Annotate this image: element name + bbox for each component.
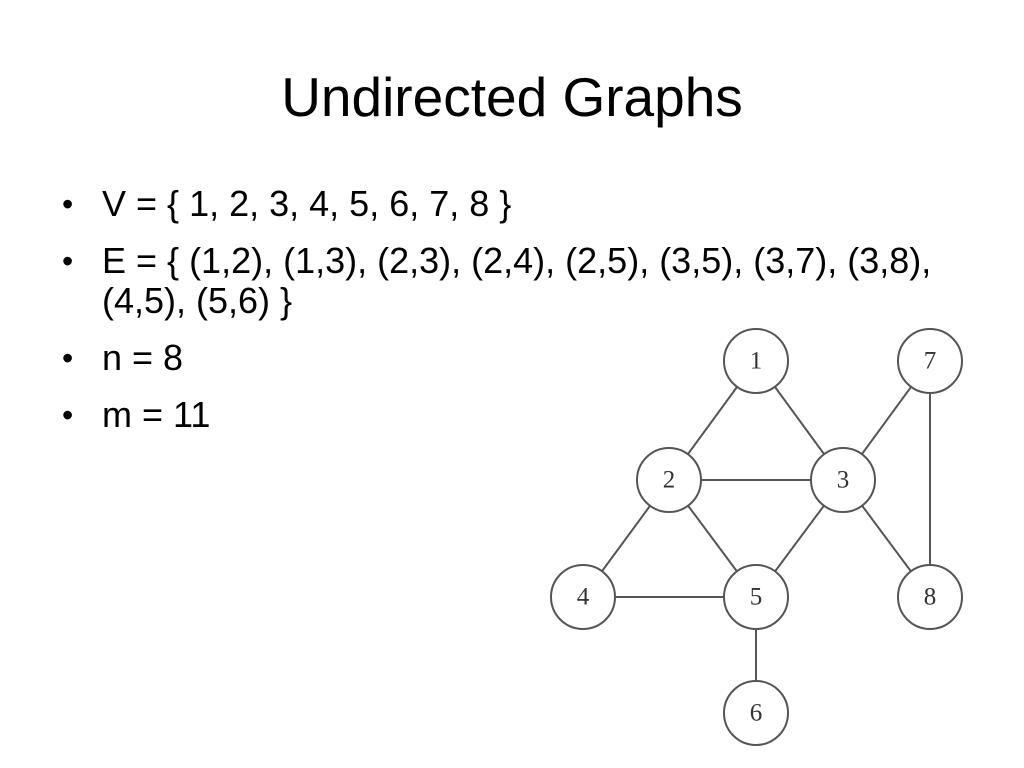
graph-node-circle: [723, 564, 789, 630]
bullet-edge-count: • m = 11: [62, 395, 962, 435]
graph-node-label: 1: [750, 348, 763, 375]
bullet-marker: •: [62, 243, 74, 279]
bullet-text: m = 11: [102, 394, 211, 435]
graph-diagram: 1 2 3 4 5 6 7 8: [550, 328, 963, 746]
bullet-text: n = 8: [102, 337, 184, 378]
graph-node-3: 3: [810, 447, 876, 513]
graph-node-label: 5: [750, 584, 763, 611]
bullet-vertex-set: • V = { 1, 2, 3, 4, 5, 6, 7, 8 }: [62, 184, 962, 224]
bullet-text: E = { (1,2), (1,3), (2,3), (2,4), (2,5),…: [102, 240, 932, 321]
graph-node-circle: [897, 564, 963, 630]
graph-node-7: 7: [897, 328, 963, 394]
graph-node-circle: [636, 447, 702, 513]
bullet-edge-set: • E = { (1,2), (1,3), (2,3), (2,4), (2,5…: [62, 241, 962, 321]
graph-node-label: 6: [750, 700, 763, 727]
graph-node-6: 6: [723, 680, 789, 746]
graph-node-circle: [723, 680, 789, 746]
bullet-text: V = { 1, 2, 3, 4, 5, 6, 7, 8 }: [102, 183, 512, 224]
graph-node-circle: [897, 328, 963, 394]
graph-node-label: 4: [577, 584, 590, 611]
graph-node-circle: [810, 447, 876, 513]
slide-title: Undirected Graphs: [281, 66, 743, 128]
graph-node-2: 2: [636, 447, 702, 513]
bullet-marker: •: [62, 397, 74, 433]
graph-node-circle: [550, 564, 616, 630]
graph-node-circle: [723, 328, 789, 394]
bullet-marker: •: [62, 186, 74, 222]
bullet-list: • V = { 1, 2, 3, 4, 5, 6, 7, 8 } • E = {…: [62, 184, 962, 452]
graph-node-1: 1: [723, 328, 789, 394]
graph-node-label: 2: [663, 467, 676, 494]
bullet-node-count: • n = 8: [62, 338, 962, 378]
graph-node-4: 4: [550, 564, 616, 630]
bullet-marker: •: [62, 340, 74, 376]
graph-node-8: 8: [897, 564, 963, 630]
graph-node-label: 8: [924, 584, 937, 611]
graph-node-label: 3: [837, 467, 850, 494]
graph-node-label: 7: [924, 348, 937, 375]
graph-node-5: 5: [723, 564, 789, 630]
